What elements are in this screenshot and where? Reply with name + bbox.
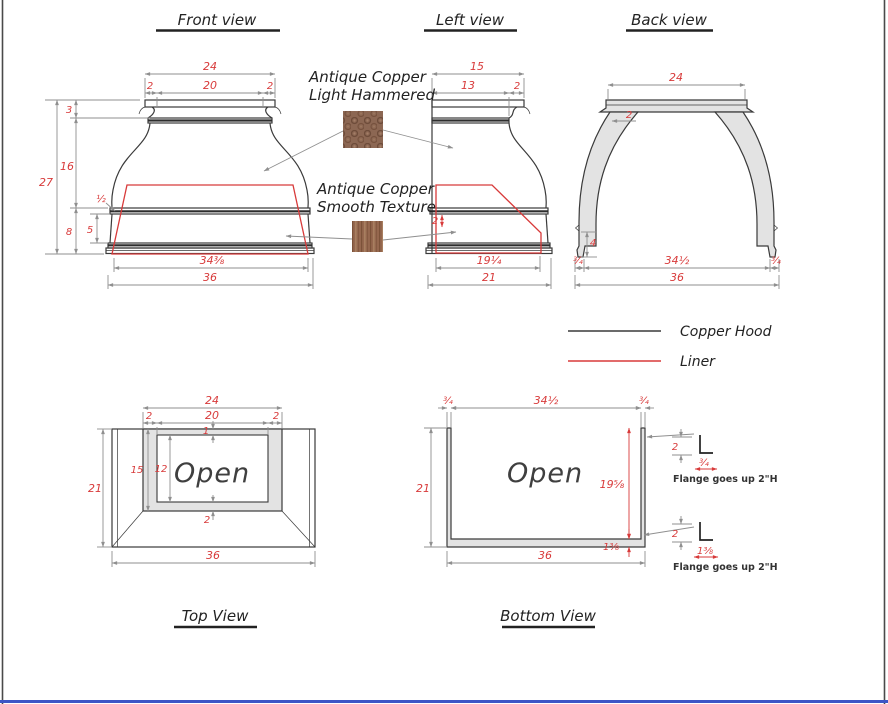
back-view: Back view 24 2 4 ¾ 34½ ¾: [573, 11, 781, 289]
dim-back-wall-offset: 2: [626, 110, 632, 121]
dim-top-opening-depth: 12: [155, 464, 168, 475]
dim-back-side-right: ¾: [771, 256, 781, 267]
dim-front-top-right: 2: [267, 81, 273, 92]
dim-top-overall-depth: 21: [88, 482, 102, 495]
dim-top-border-back: 2: [204, 515, 210, 526]
dim-front-crown: 3: [66, 105, 72, 116]
dim-left-top-edge: 2: [514, 81, 520, 92]
dim-bottom-wall-thickness: 1⅜: [603, 542, 619, 553]
top-view-dimensions: 24 2 20 2 21 15 12 1 2 36: [88, 394, 316, 567]
back-hood-outline: [574, 99, 779, 258]
back-dimensions: 24 2 4 ¾ 34½ ¾ 36: [573, 71, 781, 289]
dim-top-opening-width: 20: [205, 409, 219, 422]
dim-bottom-inner-width: 34½: [534, 394, 559, 407]
material-callout-hammered: Antique Copper Light Hammered: [263, 68, 454, 172]
dim-bottom-wall-right: ¾: [639, 396, 649, 407]
dim-left-liner-offset: 2: [432, 216, 438, 227]
smooth-texture-swatch: [352, 221, 383, 252]
flange-leader-bottom: [643, 526, 695, 537]
flange-callout-1: 2 ¾ Flange goes up 2"H: [672, 429, 778, 485]
dim-back-foot-height: 4: [590, 238, 596, 249]
top-view: Open 24 2 20 2 21 15 12 1 2: [88, 394, 316, 629]
flange2-profile-glyph: [699, 522, 713, 541]
dim-bottom-wall-left: ¾: [443, 396, 453, 407]
dim-left-liner-depth: 19¼: [477, 254, 502, 267]
flange2-height: 2: [672, 529, 678, 540]
left-view-title: Left view: [436, 11, 505, 29]
dim-bottom-inner-depth: 19⅝: [600, 478, 625, 491]
legend-copper-hood-label: Copper Hood: [680, 324, 772, 340]
hammered-texture-swatch: [343, 111, 383, 148]
dim-top-border-left: 2: [146, 411, 152, 422]
bottom-view-open-label: Open: [507, 458, 583, 489]
flange1-note: Flange goes up 2"H: [673, 474, 778, 485]
dim-back-overall-width: 36: [670, 271, 684, 284]
flange2-width: 1⅜: [697, 546, 713, 557]
material-smooth-label-2: Smooth Texture: [317, 198, 436, 216]
front-view: Front view 24: [39, 11, 315, 289]
material-hammered-label-2: Light Hammered: [309, 86, 436, 104]
dim-top-overall-width: 36: [206, 549, 220, 562]
dim-front-top-width: 24: [203, 60, 217, 73]
dim-top-frame-width: 24: [205, 394, 219, 407]
dim-top-border-right: 2: [273, 411, 279, 422]
dim-back-top-width: 24: [669, 71, 683, 84]
front-hood-outline: [105, 99, 315, 255]
front-view-title: Front view: [178, 11, 257, 29]
flange1-profile-glyph: [699, 435, 713, 454]
material-smooth-label-1: Antique Copper: [316, 180, 435, 198]
dim-top-frame-depth: 15: [131, 465, 144, 476]
legend: Copper Hood Liner: [568, 324, 772, 370]
dim-front-overall-width: 36: [203, 271, 217, 284]
flange1-height: 2: [672, 442, 678, 453]
dim-left-top-depth: 15: [470, 60, 484, 73]
dim-bottom-overall-width: 36: [538, 549, 552, 562]
bottom-view-outline: [446, 427, 646, 548]
dim-front-liner-width: 34⅜: [200, 254, 225, 267]
flange1-width: ¾: [699, 458, 709, 469]
left-hood-outline: [425, 99, 553, 255]
dim-back-inner-width: 34½: [665, 254, 690, 267]
front-dimensions: 24 2 20 2 27 3 16 8 5 ½ 34⅜: [39, 60, 314, 289]
flange-callout-2: 2 1⅜ Flange goes up 2"H: [672, 516, 778, 573]
flange-leader-top: [646, 433, 695, 439]
dim-front-apron: 5: [87, 225, 93, 236]
back-view-title: Back view: [631, 11, 707, 29]
dim-front-top-center: 20: [203, 79, 217, 92]
dim-front-base: 8: [66, 227, 72, 238]
top-view-title: Top View: [182, 607, 249, 625]
bottom-view: Open ¾ 34½ ¾ 21 19⅝ 1⅜ 36 Bottom: [416, 394, 695, 629]
material-hammered-label-1: Antique Copper: [308, 68, 427, 86]
dim-front-body: 16: [60, 160, 74, 173]
top-view-outline: [111, 428, 316, 548]
left-liner-outline: [435, 184, 542, 254]
bottom-view-title: Bottom View: [500, 607, 596, 625]
dim-top-border-front: 1: [203, 426, 209, 437]
dim-front-overall-height: 27: [39, 176, 53, 189]
dim-bottom-overall-depth: 21: [416, 482, 430, 495]
dim-front-trim: ½: [96, 193, 106, 205]
left-dimensions: 15 13 2 2 19¼ 21: [427, 60, 552, 289]
bottom-view-dimensions: ¾ 34½ ¾ 21 19⅝ 1⅜ 36: [416, 394, 654, 567]
material-callout-smooth: Antique Copper Smooth Texture: [285, 180, 457, 252]
left-view: Left view 15 13 2: [424, 11, 553, 289]
flange2-note: Flange goes up 2"H: [673, 562, 778, 573]
dim-front-top-left: 2: [147, 81, 153, 92]
dim-left-overall-depth: 21: [482, 271, 496, 284]
dim-left-top-main: 13: [461, 79, 475, 92]
top-view-open-label: Open: [174, 458, 250, 489]
front-liner-outline: [111, 184, 309, 255]
legend-liner-label: Liner: [680, 354, 716, 370]
dim-back-side-left: ¾: [573, 256, 583, 267]
